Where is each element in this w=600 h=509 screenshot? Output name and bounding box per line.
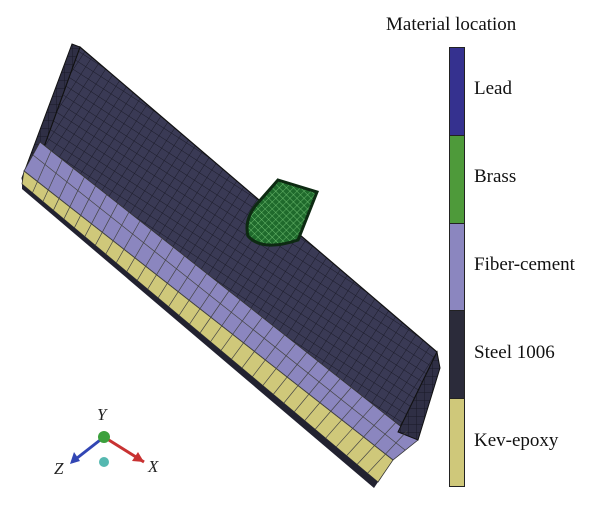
mesh-line: [53, 168, 74, 211]
mesh-line: [189, 282, 219, 325]
mesh-line: [335, 404, 374, 448]
steel-bottom-strip: [22, 184, 378, 488]
mesh-line: [115, 220, 141, 264]
y-axis-label: Y: [97, 405, 107, 424]
mesh-line: [157, 255, 185, 299]
mesh-line: [84, 194, 108, 237]
mesh-line: [346, 413, 385, 456]
z-axis-arrowhead: [70, 452, 80, 464]
mesh-line: [314, 387, 352, 430]
legend-swatch-kev-epoxy: [450, 399, 464, 486]
origin-marker: [99, 457, 109, 467]
legend-color-bar: [449, 47, 465, 487]
legend-label-lead: Lead: [474, 78, 512, 99]
mesh-line: [32, 150, 52, 193]
legend-swatch-fiber-cement: [450, 223, 464, 312]
mesh-line: [32, 154, 406, 451]
mesh-line: [356, 422, 397, 465]
axis-triad: [70, 431, 145, 467]
mesh-line: [241, 325, 274, 369]
x-axis-label: X: [148, 457, 159, 476]
mesh-line: [293, 369, 330, 413]
legend-label-fiber-cement: Fiber-cement: [474, 254, 575, 275]
legend-label-kev-epoxy: Kev-epoxy: [474, 430, 559, 451]
mesh-line: [168, 264, 196, 307]
z-axis-label: Z: [54, 459, 64, 478]
mesh-line: [304, 378, 341, 421]
legend-label-steel: Steel 1006: [474, 342, 555, 363]
mesh-line: [178, 273, 208, 316]
mesh-line: [42, 159, 63, 202]
mesh-line: [199, 290, 230, 334]
mesh-line: [63, 176, 85, 220]
mesh-line: [105, 211, 130, 255]
mesh-line: [325, 395, 363, 439]
plate-right-face: [397, 350, 441, 441]
mesh-line: [273, 352, 308, 395]
mesh-line: [252, 334, 285, 378]
x-axis-arrowhead: [132, 452, 144, 462]
mesh-line: [74, 185, 96, 228]
layer-mesh-grid: [23, 150, 408, 474]
mesh-line: [147, 246, 174, 290]
mesh-line: [126, 229, 152, 272]
legend-swatch-brass: [450, 135, 464, 224]
legend-title: Material location: [386, 14, 517, 35]
legend-label-brass: Brass: [474, 166, 517, 187]
mesh-line: [94, 203, 119, 246]
legend-swatch-steel: [450, 311, 464, 400]
legend-swatch-lead: [450, 48, 464, 136]
mesh-line: [231, 317, 263, 360]
mesh-line: [136, 238, 163, 281]
mesh-line: [23, 170, 394, 461]
mesh-line: [220, 308, 252, 351]
mesh-line: [210, 299, 241, 342]
mesh-line: [283, 360, 319, 404]
y-axis-marker: [98, 431, 110, 443]
bullet-projectile: [245, 178, 319, 247]
mesh-line: [262, 343, 296, 386]
mesh-line: [367, 430, 408, 474]
